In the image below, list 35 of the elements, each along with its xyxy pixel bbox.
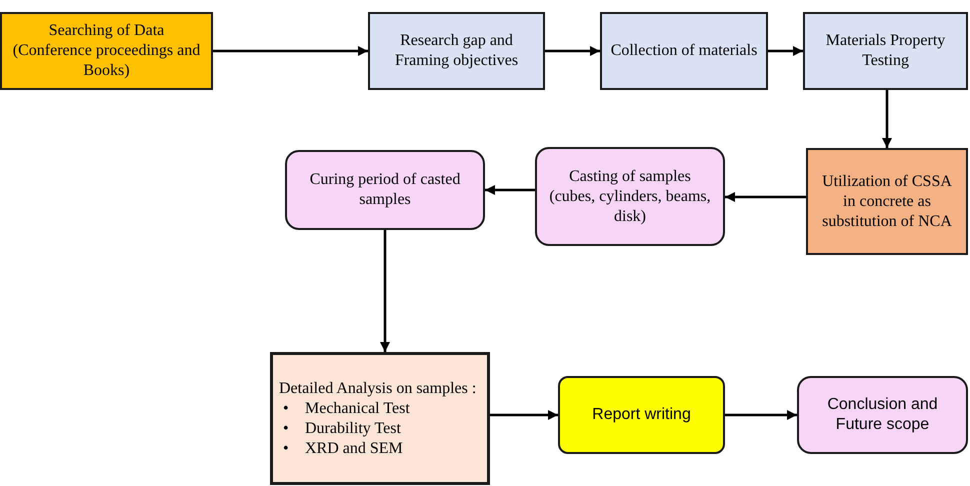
process-box [803,12,968,90]
node-label: Collection of materials [610,41,758,61]
arrow [725,410,797,420]
arrow [882,90,892,148]
arrow [380,230,390,352]
rounded-process-box [285,150,485,230]
node-label: Searching of Data (Conference proceedings and Books) [12,21,202,81]
heading-text: Detailed Analysis on samples : [279,378,476,398]
list-item: Durability Test [305,418,401,438]
arrow [485,185,535,195]
node-label: Materials Property Testing [824,31,946,71]
arrow [725,192,806,202]
node-label: Research gap and Framing objectives [394,31,520,71]
rounded-process-box [558,376,725,454]
bullet: • [283,398,290,418]
arrow [768,46,803,56]
arrow [545,46,600,56]
node-label: Report writing [592,405,691,425]
process-box [600,12,768,90]
process-box [270,352,490,485]
node-label: Conclusion and Future scope [826,395,939,435]
node-label: Curing period of casted samples [308,170,462,210]
rounded-process-box [535,147,725,246]
list-item: Mechanical Test [305,398,410,418]
rounded-process-box [797,376,968,454]
process-box [806,148,968,255]
list-item: XRD and SEM [305,438,403,458]
bullet: • [283,438,290,458]
arrow [213,46,368,56]
node-label: Casting of samples (cubes, cylinders, beams, disk) [548,166,712,226]
process-box [368,12,545,90]
process-box [0,12,213,90]
node-label: Utilization of CSSA in concrete as substitution of NCA [821,172,953,232]
arrow [490,410,558,420]
bullet: • [283,418,290,438]
